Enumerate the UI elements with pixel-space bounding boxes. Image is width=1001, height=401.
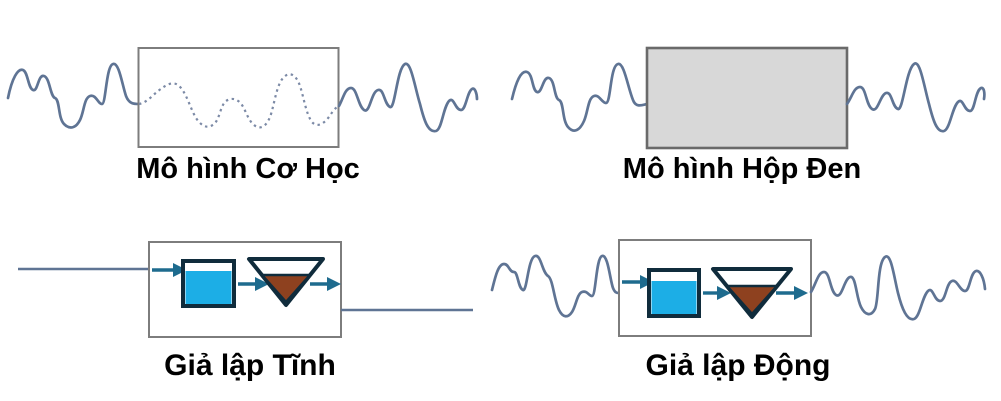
mechanical-model-box	[137, 47, 340, 148]
inflow-arrow-head-icon	[173, 263, 187, 277]
output-signal-wave	[337, 62, 479, 133]
label-mechanical-model: Mô hình Cơ Học	[136, 153, 360, 185]
black-box	[645, 46, 849, 150]
outflow-arrow-head-icon	[794, 286, 808, 300]
panel-dynamic-simulation	[490, 239, 987, 337]
funnel-liquid-fill	[260, 273, 312, 304]
input-signal-wave	[510, 62, 649, 132]
input-signal-wave	[6, 62, 141, 129]
label-static-simulation: Giả lập Tĩnh	[164, 349, 336, 382]
outflow-arrow-head-icon	[327, 277, 341, 291]
funnel-liquid-fill	[725, 284, 779, 316]
output-signal-wave	[845, 62, 986, 133]
output-signal-wave	[809, 255, 987, 321]
transfer-arrow-head-icon	[717, 286, 731, 300]
label-black-box-model: Mô hình Hộp Đen	[622, 153, 862, 185]
static-simulation-box	[148, 241, 342, 338]
panel-black-box-model	[510, 46, 986, 150]
panel-static-simulation	[18, 241, 473, 338]
panel-mechanical-model	[6, 47, 479, 148]
transfer-arrow-head-icon	[255, 277, 269, 291]
reservoir-water-fill	[651, 281, 697, 314]
reservoir-water-fill	[185, 271, 232, 304]
input-signal-wave	[490, 254, 621, 318]
label-dynamic-simulation: Giả lập Động	[645, 349, 831, 382]
modeled-signal-dotted-wave	[138, 73, 340, 129]
